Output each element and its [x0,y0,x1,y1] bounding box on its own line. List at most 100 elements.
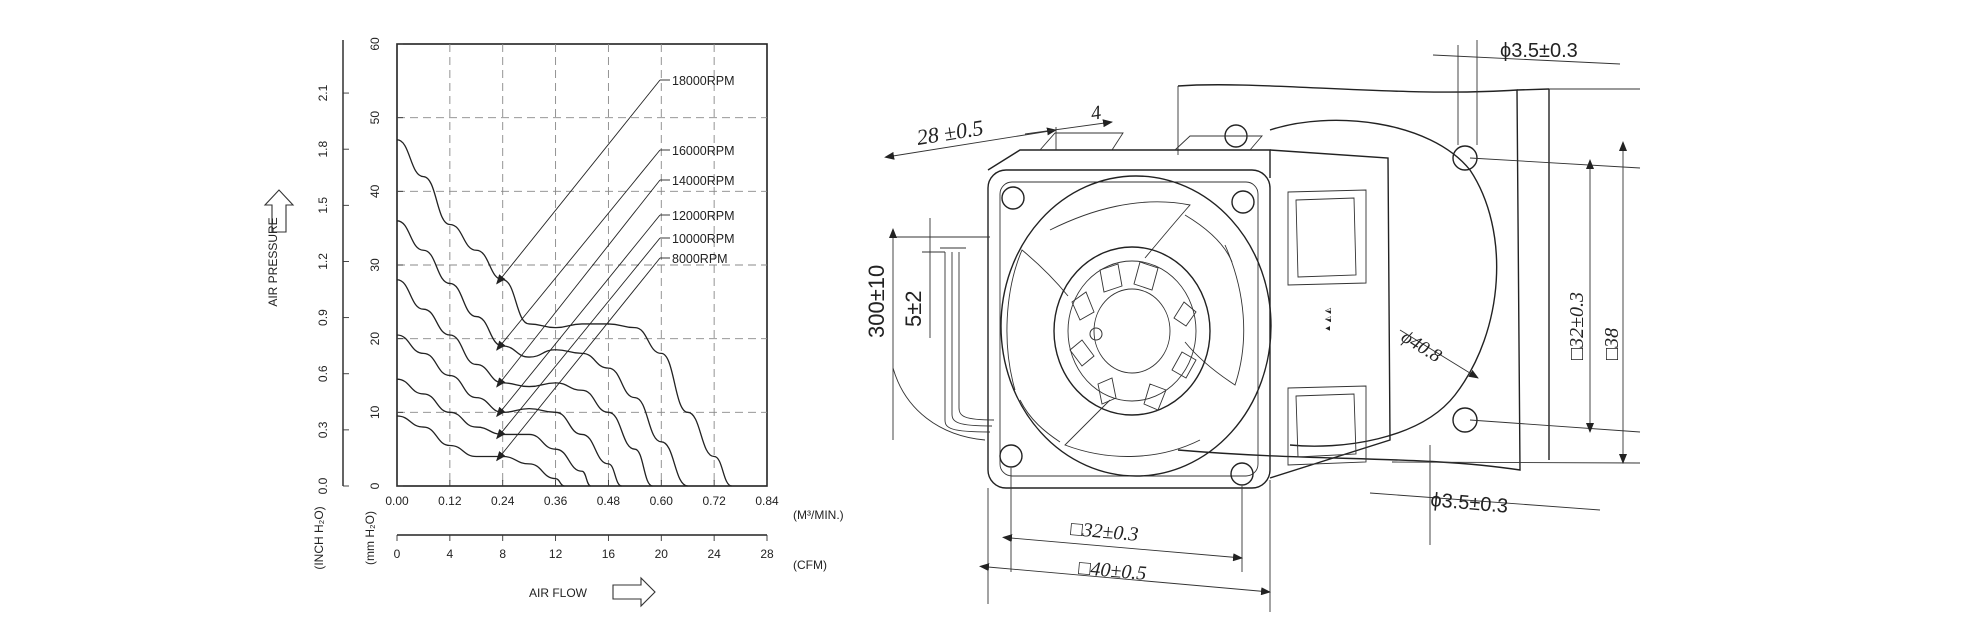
back-plate [1177,84,1521,471]
side-label-marking: ▲ ◭ ◭ [1323,307,1332,333]
series-curves [396,139,732,487]
fan-blade-4 [1006,249,1069,391]
series-line-10000RPM [396,378,592,487]
y-axis-label: AIR PRESSURE [266,217,280,306]
lead-length-leader [892,367,986,441]
dim-outer-bottom: □40±0.5 [1078,557,1148,585]
x-ticks-cfm: 0 4 8 12 16 20 24 28 [394,535,774,561]
cfm-tick-label: 24 [707,547,721,561]
y-tick-inch-label: 0.0 [316,477,330,494]
hub-center [1093,288,1171,374]
x-tick-label: 0.72 [702,494,726,508]
y-tick-inch-label: 1.5 [316,197,330,214]
dim-inner-bottom-line [1002,534,1243,562]
series-line-12000RPM [396,334,622,487]
y-tick-inch-label: 2.1 [316,84,330,101]
frame-hole-bl [999,444,1023,468]
up-arrow-icon [263,189,295,233]
cfm-tick-label: 20 [655,547,669,561]
dim-hole-top: ϕ3.5±0.3 [1500,40,1578,62]
back-plate-edge [1516,88,1550,91]
cfm-tick-label: 4 [447,547,454,561]
y-tick-mm-label: 0 [368,482,382,489]
dim-diameter-line [1399,329,1479,379]
fan-blade-3 [1064,399,1201,457]
series-line-18000RPM [396,139,732,487]
x-tick-label: 0.24 [491,494,515,508]
dim-hole-bottom: ϕ3.5±0.3 [1430,489,1509,518]
fan-mechanical-drawing: ▲ ◭ ◭ 28 ±0.5 4 [864,40,1641,612]
frame-right-depth [1269,149,1391,479]
fan-venturi [1000,175,1272,477]
lead-wire-1 [944,252,991,433]
y-tick-mm-label: 60 [368,37,382,51]
series-label: 12000RPM [672,209,735,223]
side-vent-top [1287,189,1367,286]
dim-outer-right: □38 [1601,328,1623,360]
dim-outer-bottom-line [979,563,1271,596]
cfm-tick-label: 0 [394,547,401,561]
x-tick-label: 0.36 [544,494,568,508]
series-arrow [496,179,661,388]
y-tick-mm-label: 10 [368,405,382,419]
y-tick-inch-label: 0.9 [316,309,330,326]
fan-blade-2 [1184,244,1245,386]
fan-blade-1 [1049,201,1191,259]
y-tick-mm-label: 30 [368,258,382,272]
y-tick-mm-label: 50 [368,111,382,125]
x-tick-label: 0.60 [650,494,674,508]
side-vent-bottom [1287,385,1367,466]
dim-inner-bottom: □32±0.3 [1070,518,1140,546]
fan-hub [1053,246,1211,416]
y-tick-mm-label: 40 [368,184,382,198]
lead-wire-2 [951,252,993,427]
series-arrows [496,79,670,462]
series-arrow [496,237,661,440]
dim-hole-bottom-line [1369,492,1601,511]
cfm-tick-label: 16 [602,547,616,561]
cfm-tick-label: 8 [499,547,506,561]
dim-strip: 5±2 [901,290,926,327]
series-label: 8000RPM [672,252,728,266]
dim-lead-length: 300±10 [864,265,889,338]
dim-hole-top-line [1432,54,1621,65]
frame-hole-br [1230,462,1254,486]
top-rib-left [1039,132,1124,151]
dim-width: 28 ±0.5 [915,115,985,150]
hub-ribs [1069,261,1197,411]
back-hole-bottom-right [1452,407,1478,433]
series-label: 14000RPM [672,174,735,188]
y-ticks-inch: 0.00.30.60.91.21.51.82.1 [316,84,349,494]
frame-hole-tl [1001,186,1025,210]
y-tick-inch-label: 1.2 [316,253,330,270]
series-line-14000RPM [396,279,653,487]
y-tick-inch-label: 0.3 [316,421,330,438]
series-label: 10000RPM [672,232,735,246]
x-tick-label: 0.48 [597,494,621,508]
cfm-tick-label: 12 [549,547,563,561]
x-unit-m3: (M³/MIN.) [793,508,844,522]
series-arrow [496,149,661,351]
y-unit-mm: (mm H₂O) [363,511,377,565]
top-rib-right [1174,135,1263,151]
series-arrow [496,79,661,285]
x-unit-cfm: (CFM) [793,558,827,572]
series-line-8000RPM [396,415,565,487]
series-labels: 18000RPM16000RPM14000RPM12000RPM10000RPM… [672,74,735,266]
hub-dot [1089,327,1103,341]
pq-curve-chart: 18000RPM16000RPM14000RPM12000RPM10000RPM… [263,37,844,608]
right-arrow-icon [612,576,656,608]
series-label: 16000RPM [672,144,735,158]
dim-rib-line [1024,119,1113,135]
cfm-tick-label: 28 [760,547,774,561]
x-tick-label: 0.00 [385,494,409,508]
dim-diameter: ϕ40.8 [1397,326,1445,367]
dim-rib: 4 [1089,102,1102,125]
y-tick-inch-label: 0.6 [316,365,330,382]
series-arrow [496,214,661,418]
fan-frame-front [987,169,1271,489]
